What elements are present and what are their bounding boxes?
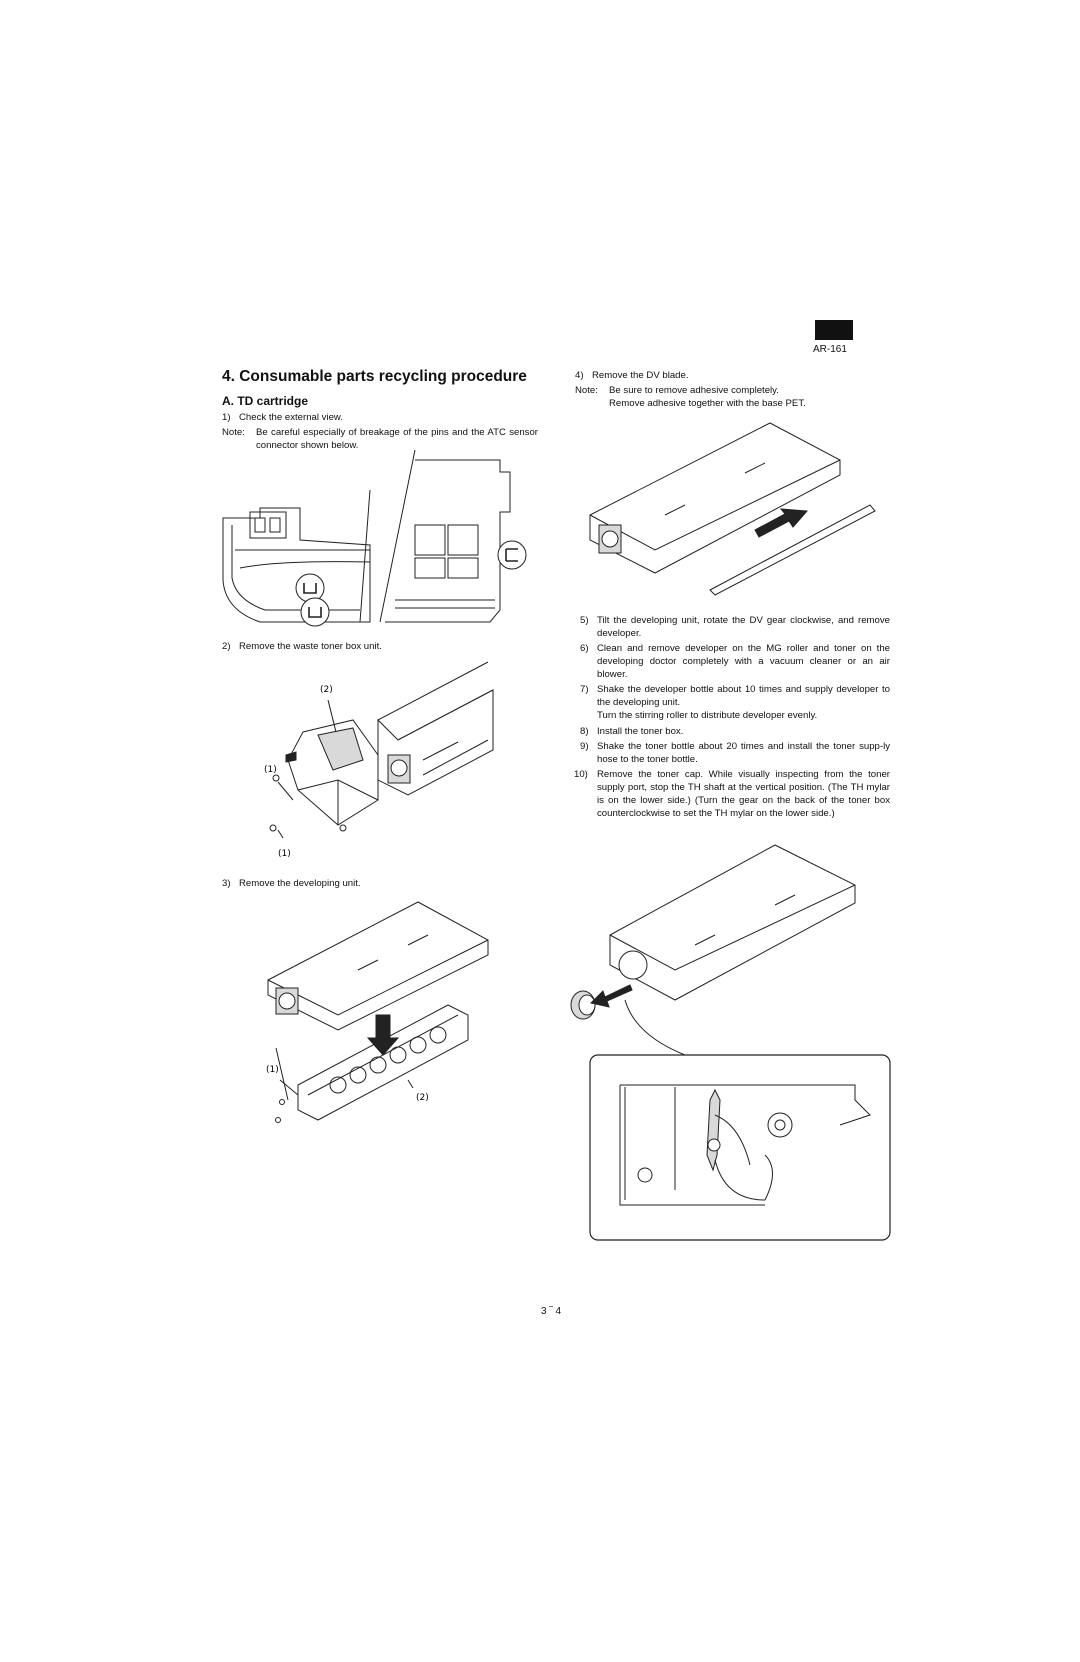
step-text: Tilt the developing unit, rotate the DV … (597, 615, 890, 639)
note-text: Be sure to remove adhesive completely. R… (609, 384, 895, 410)
step-text: Check the external view. (239, 412, 343, 423)
step-text: Install the toner box. (597, 726, 684, 737)
step-6: 6) Clean and remove developer on the MG … (580, 642, 890, 681)
step-number: 4) (575, 370, 584, 381)
step-number: 8) (580, 726, 589, 737)
note-line-2: Remove adhesive together with the base P… (609, 398, 806, 409)
step-10: 10) Remove the toner cap. While visually… (574, 768, 890, 820)
callout-2: (2) (416, 1093, 429, 1103)
callout-1: (1) (266, 1065, 279, 1075)
callout-1-top: (1) (264, 765, 277, 775)
callout-1-bottom: (1) (278, 849, 291, 859)
step-3: 3) Remove the developing unit. (222, 877, 542, 890)
step-5: 5) Tilt the developing unit, rotate the … (580, 614, 890, 640)
step-line-2: Turn the stirring roller to distribute d… (597, 710, 818, 721)
step-number: 6) (580, 643, 589, 654)
step-4: 4) Remove the DV blade. (575, 369, 895, 382)
step-text: Remove the waste toner box unit. (239, 641, 382, 652)
model-number: AR-161 (813, 344, 847, 355)
step-number: 9) (580, 741, 589, 752)
figure-toner-cap (570, 844, 891, 1241)
note-line-1: Be sure to remove adhesive completely. (609, 385, 779, 396)
step-text: Shake the developer bottle about 10 time… (597, 683, 890, 722)
note-1: Note: Be careful especially of breakage … (222, 426, 538, 452)
step-number: 5) (580, 615, 589, 626)
step-number: 10) (574, 769, 588, 780)
figure-waste-toner-box: (2) (1) (1) (264, 661, 494, 859)
step-number: 7) (580, 684, 589, 695)
step-number: 3) (222, 878, 231, 889)
step-2: 2) Remove the waste toner box unit. (222, 640, 542, 653)
step-text: Remove the DV blade. (592, 370, 689, 381)
step-8: 8) Install the toner box. (580, 725, 890, 738)
section-subtitle: A. TD cartridge (222, 394, 309, 408)
figure-dv-blade (589, 422, 876, 596)
note-label: Note: (222, 427, 245, 438)
step-9: 9) Shake the toner bottle about 20 times… (580, 740, 890, 766)
step-number: 2) (222, 641, 231, 652)
section-tab-marker (815, 320, 853, 340)
page-number: 3 ‾ 4 (541, 1306, 562, 1317)
note-text: Be careful especially of breakage of the… (256, 427, 538, 451)
section-title: 4. Consumable parts recycling procedure (222, 368, 527, 385)
step-number: 1) (222, 412, 231, 423)
callout-2: (2) (320, 685, 333, 695)
note-label: Note: (575, 385, 598, 396)
step-text: Remove the toner cap. While visually ins… (597, 769, 890, 819)
figure-developing-unit: (1) (2) (266, 901, 489, 1123)
step-text: Remove the developing unit. (239, 878, 361, 889)
step-7: 7) Shake the developer bottle about 10 t… (580, 683, 890, 722)
step-1: 1) Check the external view. (222, 411, 542, 424)
step-text: Clean and remove developer on the MG rol… (597, 643, 890, 680)
note-4: Note: Be sure to remove adhesive complet… (575, 384, 895, 410)
step-text: Shake the toner bottle about 20 times an… (597, 741, 890, 765)
figure-external-view (222, 449, 527, 627)
step-line-1: Shake the developer bottle about 10 time… (597, 684, 890, 708)
